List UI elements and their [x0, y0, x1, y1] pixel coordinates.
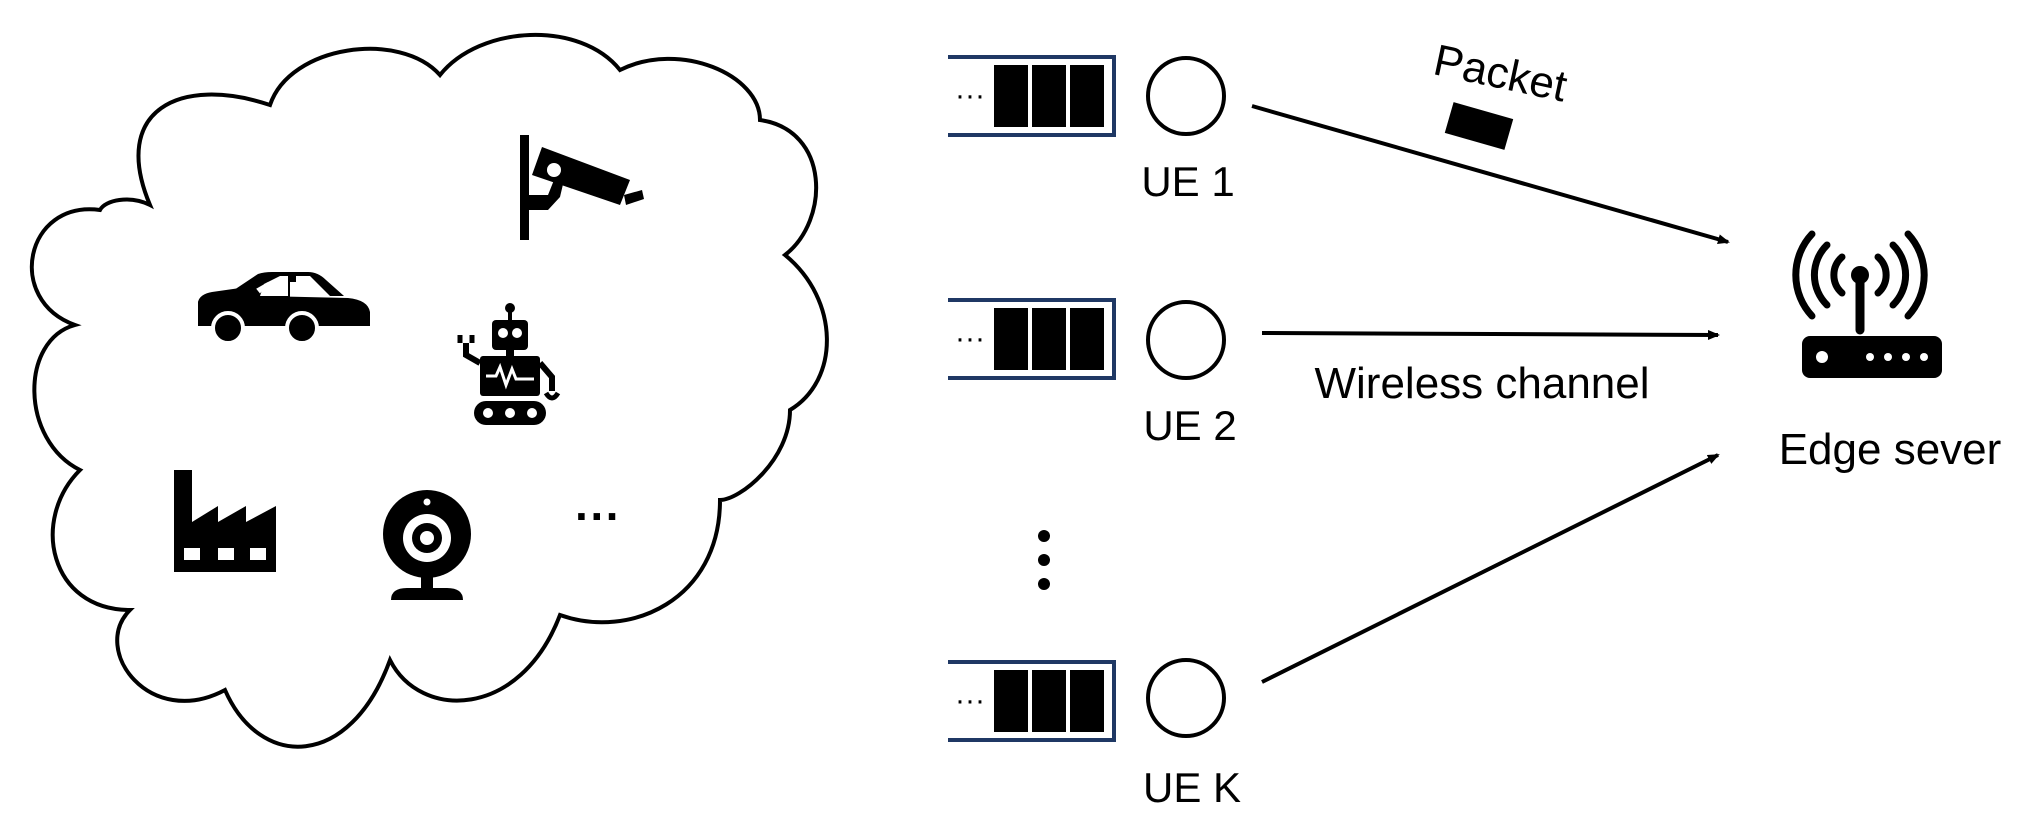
edge-server-label: Edge sever — [1779, 425, 2002, 474]
ue2-node — [1146, 300, 1226, 380]
queue-ellipsis: ··· — [955, 684, 985, 717]
wireless-channel-label: Wireless channel — [1314, 359, 1649, 408]
link-ue2-to-server — [1261, 329, 1720, 340]
car-icon — [198, 272, 370, 345]
ue1-label: UE 1 — [1141, 158, 1234, 205]
security-camera-icon — [520, 135, 644, 240]
device-cloud: ··· — [29, 33, 829, 749]
packet-block — [1444, 102, 1514, 150]
cloud-ellipsis: ··· — [575, 490, 621, 542]
queue-ue2: ··· — [948, 298, 1116, 380]
robot-icon — [457, 303, 561, 425]
factory-icon — [174, 470, 276, 572]
queue-ueK: ··· — [948, 660, 1116, 742]
ueK-node — [1146, 658, 1226, 738]
cloud-outline — [29, 33, 829, 749]
ue1-node — [1146, 56, 1226, 136]
queue-ellipsis: ··· — [955, 322, 985, 355]
webcam-icon — [383, 490, 471, 600]
vertical-ellipsis — [1038, 530, 1050, 590]
ueK-label: UE K — [1143, 764, 1241, 811]
queue-ellipsis: ··· — [955, 79, 985, 112]
ue2-label: UE 2 — [1143, 402, 1236, 449]
wifi-router-icon — [1792, 230, 1942, 378]
link-ueK-to-server — [1261, 453, 1720, 684]
link-ue1-to-server — [1251, 104, 1730, 245]
packet-label: Packet — [1429, 36, 1571, 112]
queue-ue1: ··· — [948, 55, 1116, 137]
